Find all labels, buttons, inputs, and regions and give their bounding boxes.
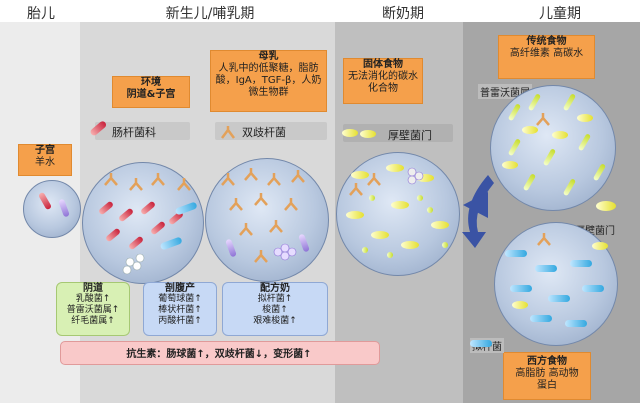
antibiotic-text: 抗生素：肠球菌↑，双歧杆菌↓，变形菌↑ (126, 349, 312, 360)
traditional-food-title: 传统食物 (526, 36, 567, 47)
chip-csection-title: 剖腹产 (165, 283, 195, 294)
environment-sub: 阴道&子宫 (126, 89, 176, 100)
breastmilk-box: 母乳 人乳中的低聚糖，脂肪酸，IgA，TGF-β，人奶微生物群 (210, 50, 327, 112)
breastmilk-title: 母乳 (258, 51, 279, 62)
solid-food-sub: 无法消化的碳水化合物 (348, 71, 418, 94)
chip-formula-line-2: 梭菌↑ (262, 305, 288, 315)
western-food-box: 西方食物 高脂肪 高动物蛋白 (503, 352, 591, 400)
environment-title: 环境 (141, 77, 161, 88)
chip-csection-line-2: 棒状杆菌↑ (158, 305, 202, 315)
solid-food-title: 固体食物 (363, 59, 403, 70)
chip-vaginal-line-1: 乳酸菌↑ (75, 294, 111, 304)
chip-csection-line-1: 葡萄球菌↑ (158, 294, 202, 304)
chip-formula: 配方奶 拟杆菌↑ 梭菌↑ 艰难梭菌↑ (222, 282, 328, 336)
chip-vaginal-line-3: 纤毛菌属↑ (71, 316, 115, 326)
uterus-title: 子宫 (35, 145, 55, 156)
chip-vaginal: 阴道 乳酸菌↑ 普雷沃菌属↑ 纤毛菌属↑ (56, 282, 130, 336)
label-firmicutes: 厚壁菌门 (388, 129, 432, 142)
western-food-title: 西方食物 (527, 356, 567, 367)
antibiotic-bar (60, 341, 380, 365)
traditional-food-sub: 高纤维素 高碳水 (509, 48, 584, 59)
label-firmicutes-2: 厚壁菌门 (575, 226, 615, 237)
chip-vaginal-line-2: 普雷沃菌属↑ (66, 305, 120, 315)
chip-formula-title: 配方奶 (260, 283, 290, 294)
bar-enterobacteriaceae (95, 122, 190, 140)
fetus-circle (23, 180, 81, 238)
breastmilk-sub: 人乳中的低聚糖，脂肪酸，IgA，TGF-β，人奶微生物群 (215, 63, 322, 98)
stage-weaning: 断奶期 (382, 6, 424, 22)
solid-food-box: 固体食物 无法消化的碳水化合物 (343, 58, 423, 104)
stage-fetus: 胎儿 (27, 6, 55, 22)
stage-childhood: 儿童期 (539, 6, 581, 22)
label-bifido: 双歧杆菌 (242, 126, 286, 139)
stage-newborn: 新生儿/哺乳期 (165, 6, 255, 22)
uterus-sub: 羊水 (35, 157, 55, 168)
traditional-food-box: 传统食物 高纤维素 高碳水 (498, 35, 595, 79)
chip-csection-line-3: 丙酸杆菌↑ (158, 316, 202, 326)
uterus-box: 子宫 羊水 (18, 144, 72, 176)
chip-formula-line-3: 艰难梭菌↑ (253, 316, 297, 326)
chip-csection: 剖腹产 葡萄球菌↑ 棒状杆菌↑ 丙酸杆菌↑ (143, 282, 217, 336)
traditional-circle (490, 85, 616, 211)
western-food-sub: 高脂肪 高动物蛋白 (515, 368, 579, 391)
label-enterobacteriaceae: 肠杆菌科 (112, 126, 156, 139)
environment-box: 环境 阴道&子宫 (112, 76, 190, 108)
bar-bifido (215, 122, 327, 140)
chip-vaginal-title: 阴道 (83, 283, 103, 294)
chip-formula-line-1: 拟杆菌↑ (257, 294, 293, 304)
